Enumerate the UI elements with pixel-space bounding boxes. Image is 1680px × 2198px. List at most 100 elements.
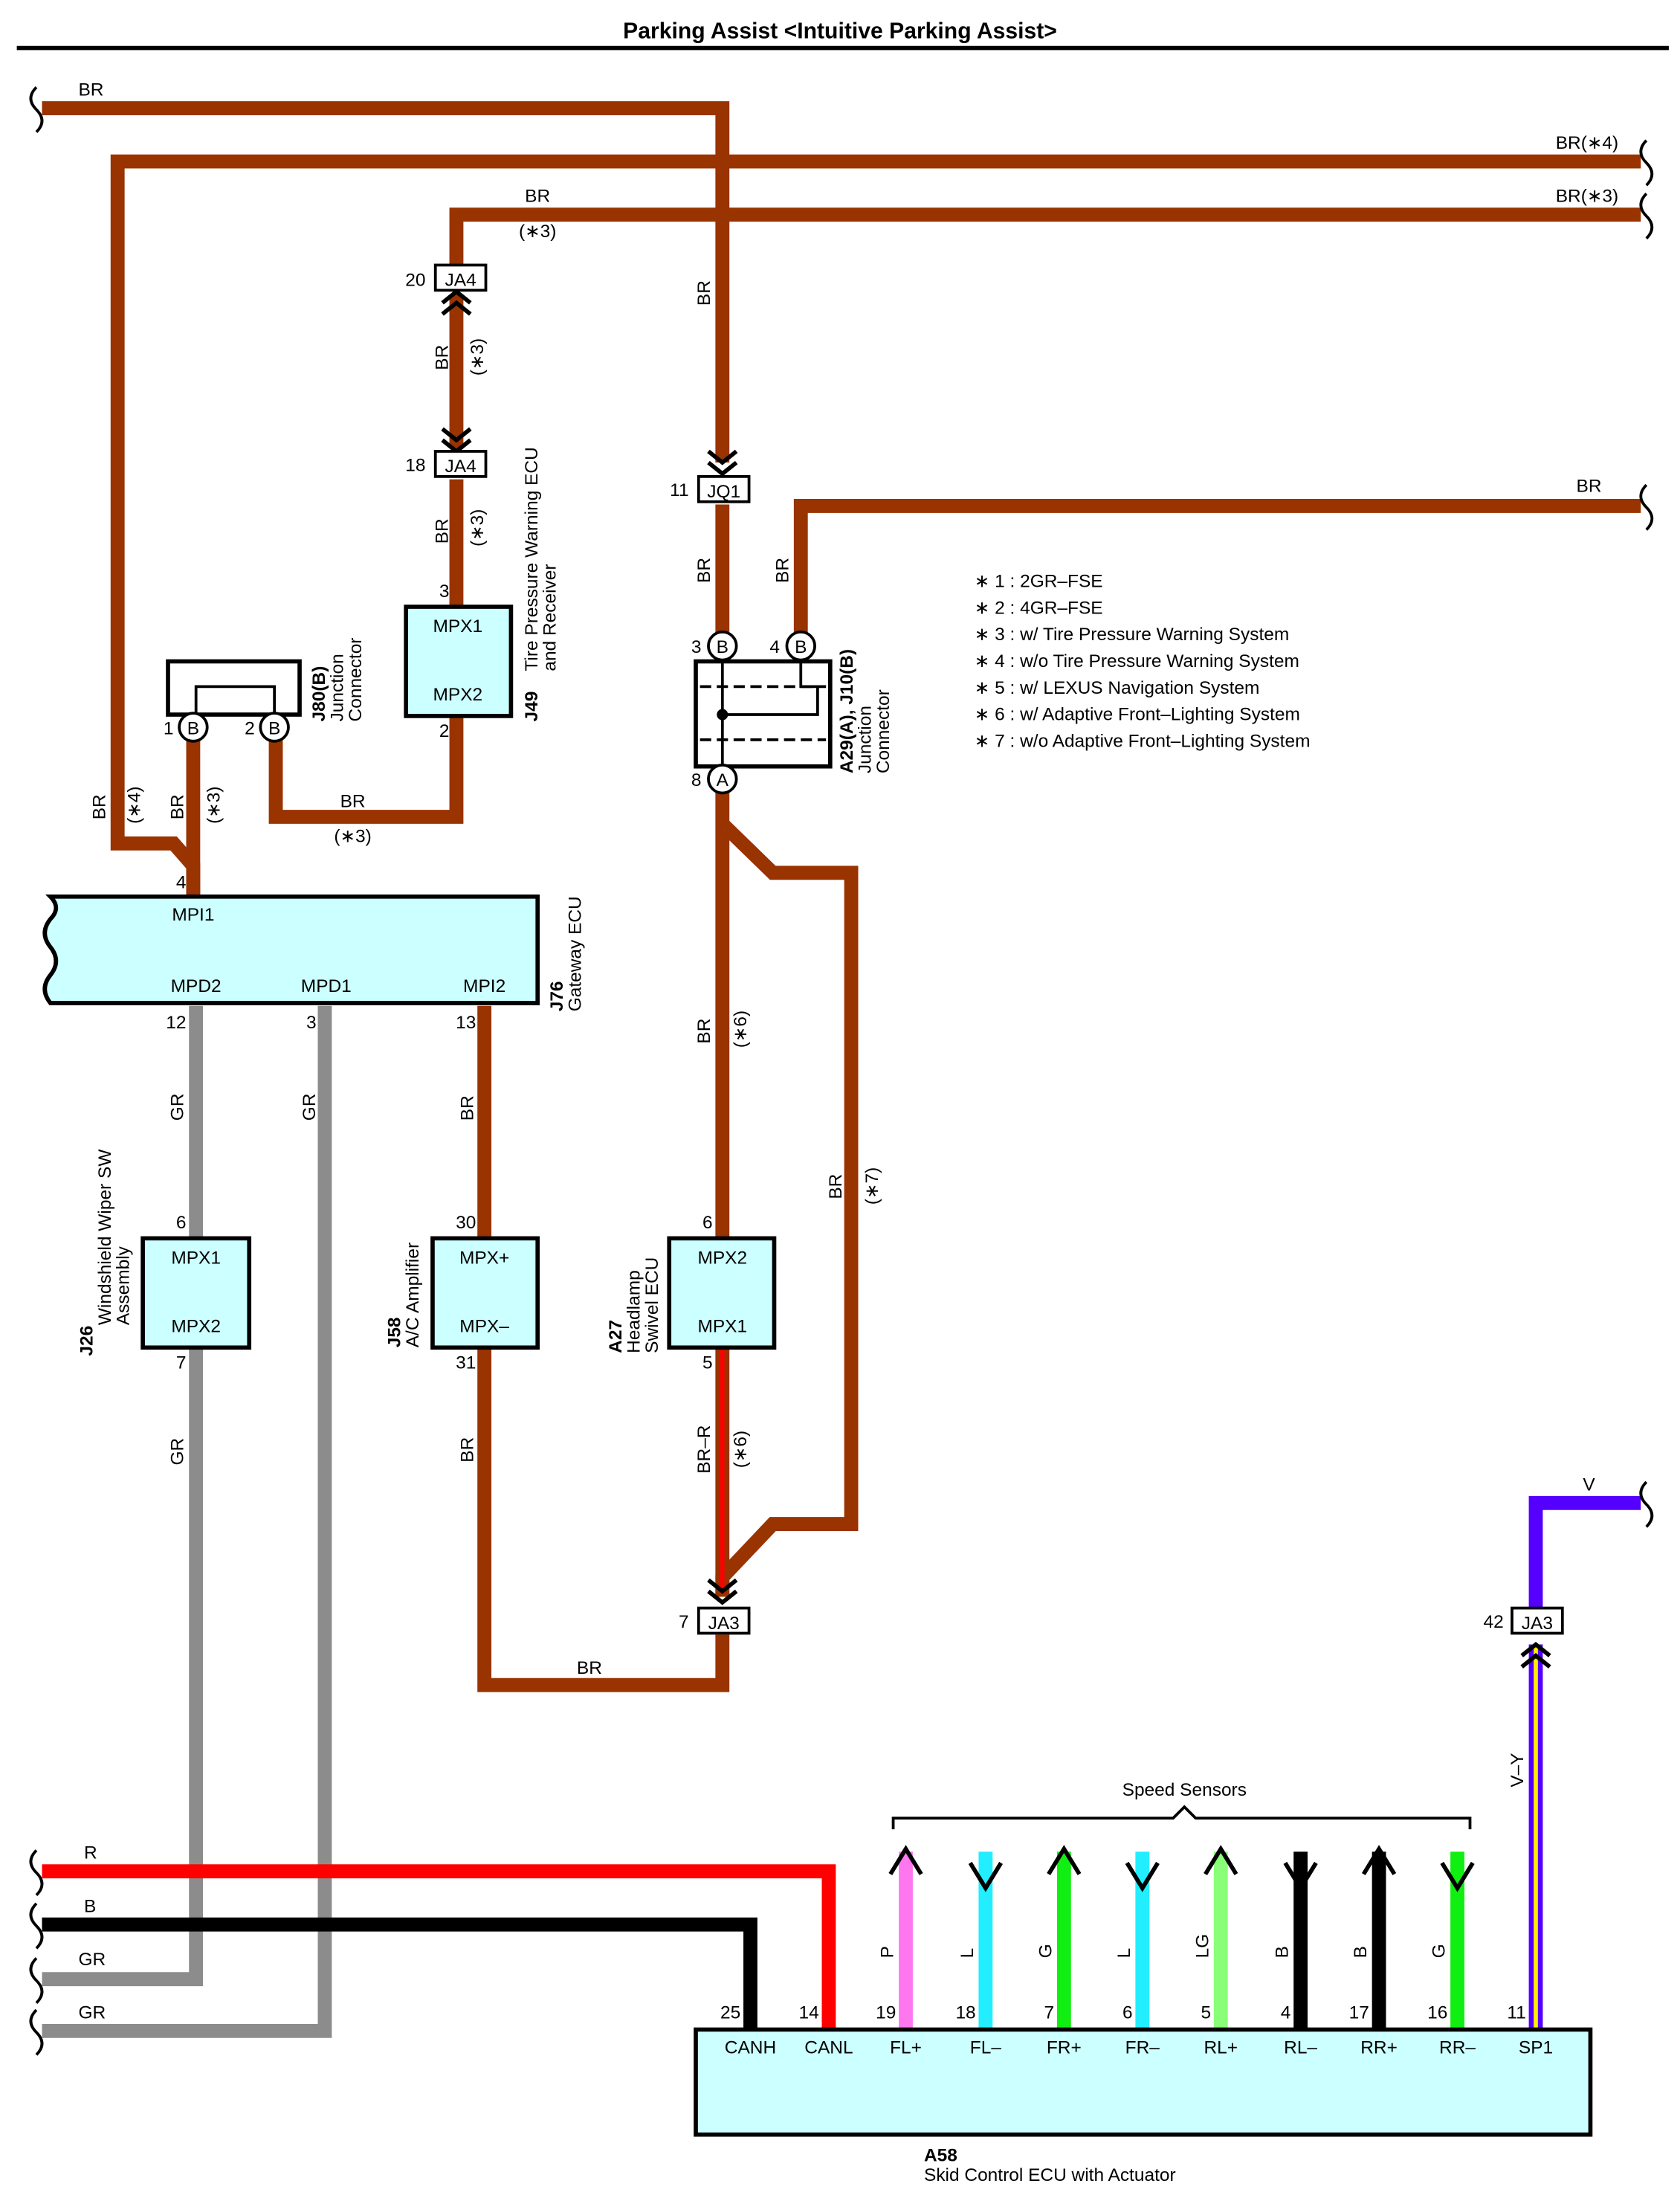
connector-label: JA4 bbox=[445, 271, 476, 291]
wire-color-label: G bbox=[1429, 1944, 1450, 1958]
arrow-up-icon bbox=[1204, 1845, 1238, 1875]
wire-color-label: V–Y bbox=[1508, 1753, 1528, 1787]
pin-label: SP1 bbox=[1519, 2037, 1553, 2057]
pin-label: MPX1 bbox=[433, 616, 483, 636]
pin-number: 4 bbox=[176, 873, 187, 893]
wire-color-label: BR bbox=[1577, 477, 1602, 497]
pin-label: RR– bbox=[1439, 2037, 1476, 2057]
component-name: Swivel ECU bbox=[642, 1257, 662, 1353]
wire-j58-out bbox=[477, 1347, 730, 1692]
note-line: ∗ 2 : 4GR–FSE bbox=[975, 598, 1103, 618]
component-code: A27 bbox=[606, 1320, 626, 1353]
wire-note-label: (∗3) bbox=[519, 222, 556, 242]
pin-number: 7 bbox=[176, 1353, 187, 1373]
component-code: J26 bbox=[77, 1326, 97, 1356]
wire-color-label: V bbox=[1583, 1475, 1595, 1495]
speed-sensors-label: Speed Sensors bbox=[1122, 1780, 1247, 1800]
wire-note-label: (∗7) bbox=[862, 1167, 882, 1205]
wire-color-label: BR bbox=[458, 1095, 478, 1121]
a58-pin-row: 25CANH14CANL19FL+18FL–7FR+6FR–5RL+4RL–17… bbox=[720, 2002, 1553, 2057]
note-line: ∗ 4 : w/o Tire Pressure Warning System bbox=[975, 651, 1299, 671]
component-name: Headlamp bbox=[624, 1270, 644, 1353]
wire-color-label: L bbox=[1114, 1948, 1134, 1959]
pin-number: 6 bbox=[1122, 2002, 1133, 2023]
pin-label: CANL bbox=[804, 2037, 853, 2057]
wire-color-label: BR–R bbox=[694, 1425, 714, 1474]
pin-label: FR– bbox=[1125, 2037, 1160, 2057]
note-line: ∗ 6 : w/ Adaptive Front–Lighting System bbox=[975, 705, 1300, 725]
component-code: A29(A), J10(B) bbox=[837, 649, 857, 773]
pin-number: 20 bbox=[405, 271, 425, 291]
wire-color-label: GR bbox=[168, 1093, 188, 1121]
wire-color-label: B bbox=[1351, 1946, 1371, 1958]
component-name: Junction bbox=[855, 706, 875, 773]
notes-legend: ∗ 1 : 2GR–FSE∗ 2 : 4GR–FSE∗ 3 : w/ Tire … bbox=[975, 572, 1311, 752]
wire-note-label: (∗3) bbox=[334, 826, 371, 846]
terminal-letter: B bbox=[717, 637, 728, 657]
component-name: Windshield Wiper SW bbox=[95, 1149, 115, 1325]
wire-color-label: BR bbox=[340, 791, 366, 811]
pin-label: MPX1 bbox=[697, 1317, 747, 1337]
pin-label: MPX1 bbox=[171, 1248, 221, 1268]
pin-number: 3 bbox=[439, 581, 450, 602]
wire-color-label: BR(∗3) bbox=[1556, 187, 1618, 207]
wire-color-label: BR bbox=[458, 1437, 478, 1463]
pin-number: 8 bbox=[691, 770, 702, 790]
wire-br-top bbox=[42, 101, 730, 463]
break-mark-icon bbox=[29, 1902, 44, 1950]
terminal-letter: A bbox=[717, 770, 729, 790]
speed-sensors-bracket bbox=[891, 1805, 1472, 1830]
break-mark-icon bbox=[29, 2008, 44, 2056]
pin-number: 19 bbox=[876, 2002, 896, 2023]
pin-number: 6 bbox=[702, 1213, 713, 1233]
pin-label: FL+ bbox=[890, 2037, 922, 2057]
pin-number: 3 bbox=[691, 637, 702, 657]
component-code: J80(B) bbox=[309, 666, 329, 722]
wire-color-label: BR bbox=[772, 558, 792, 583]
wire-color-label: GR bbox=[78, 1950, 106, 1970]
connector-ja4-top: JA4 20 bbox=[405, 263, 488, 292]
wire-j49-out bbox=[268, 715, 464, 824]
wire-alt-7 bbox=[715, 819, 859, 1597]
wire-color-label: BR bbox=[168, 794, 188, 819]
wire-color-label: BR bbox=[433, 345, 453, 370]
pin-number: 1 bbox=[164, 718, 174, 738]
pin-number: 7 bbox=[1044, 2002, 1055, 2023]
wire-color-label: BR bbox=[826, 1174, 846, 1199]
pin-number: 30 bbox=[456, 1213, 476, 1233]
pin-number: 17 bbox=[1349, 2002, 1369, 2023]
connector-jq1: JQ1 11 bbox=[670, 474, 751, 503]
component-j80: B B 1 2 J80(B) Junction Connector bbox=[164, 638, 366, 743]
arrow-up-icon bbox=[1047, 1845, 1082, 1875]
connector-label: JA3 bbox=[1522, 1614, 1553, 1634]
component-name: Connector bbox=[346, 638, 366, 722]
wire-br-4-loop bbox=[110, 154, 1641, 897]
pin-label: RL+ bbox=[1204, 2037, 1238, 2057]
component-name: Connector bbox=[873, 689, 894, 773]
component-name: A/C Amplifier bbox=[403, 1243, 423, 1347]
wire-r-canl bbox=[42, 1864, 836, 2030]
component-a27: MPX2 MPX1 6 5 A27 Headlamp Swivel ECU bbox=[606, 1213, 777, 1373]
wire-note-label: (∗6) bbox=[731, 1011, 751, 1048]
wire-color-label: BR bbox=[694, 558, 714, 583]
wire-color-label: P bbox=[878, 1946, 898, 1958]
terminal-letter: B bbox=[268, 718, 280, 738]
pin-label: CANH bbox=[725, 2037, 776, 2057]
wire-color-label: B bbox=[1273, 1946, 1293, 1958]
wire-color-label: BR(∗4) bbox=[1556, 133, 1618, 153]
pin-number: 31 bbox=[456, 1353, 476, 1373]
wire-b-canh bbox=[42, 1917, 757, 2030]
wire-color-label: R bbox=[84, 1843, 97, 1863]
component-code: J76 bbox=[547, 981, 567, 1011]
wire-note-label: (∗6) bbox=[731, 1431, 751, 1468]
component-a29-j10: B B A 3 4 8 A29(A), J10(B) Junction Conn… bbox=[691, 631, 894, 795]
terminal-letter: B bbox=[187, 718, 199, 738]
pin-label: MPD2 bbox=[171, 976, 222, 996]
pin-label: RL– bbox=[1284, 2037, 1317, 2057]
component-name: Assembly bbox=[113, 1245, 133, 1325]
break-mark-icon bbox=[1639, 1480, 1654, 1528]
pin-number: 18 bbox=[955, 2002, 975, 2023]
break-mark-icon bbox=[29, 1957, 44, 2005]
